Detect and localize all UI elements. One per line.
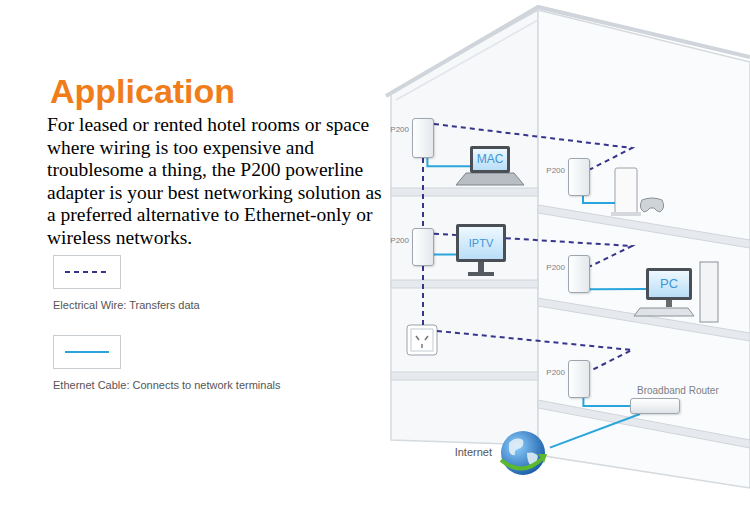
device-label: P200 [546, 167, 565, 176]
floor-slab [391, 280, 538, 288]
adapter-node: P200 [412, 118, 434, 158]
ethernet-cable [427, 158, 470, 166]
floor-slab [391, 372, 538, 380]
screen-node: MAC [470, 146, 510, 173]
continent [509, 439, 523, 456]
legend-text: Electrical Wire: Transfers data [53, 299, 200, 311]
keyboard [634, 308, 694, 316]
device-label: P200 [546, 264, 565, 273]
tv-stand-base [468, 272, 494, 276]
page-title: Application [50, 74, 235, 108]
adapter-node: P200 [568, 255, 590, 293]
wall-socket-face [411, 329, 433, 351]
floor-slab [391, 188, 538, 196]
socket-slot [425, 336, 428, 340]
legend-box [54, 336, 121, 369]
ethernet-cable [590, 288, 646, 290]
ethernet-cable [550, 414, 640, 448]
legend-box [54, 256, 121, 289]
game-console-base [611, 212, 641, 216]
tv-stand [478, 262, 484, 272]
roof-inner-line [396, 20, 538, 100]
game-console [615, 168, 637, 214]
game-controller [640, 198, 663, 212]
electrical-wire [422, 266, 424, 325]
electrical-wire [434, 124, 632, 169]
globe-swoosh-head [538, 454, 547, 463]
socket-slot [416, 336, 419, 340]
ethernet-cable [583, 196, 615, 203]
globe-swoosh [501, 458, 543, 469]
globe [501, 431, 545, 475]
legend-sample [53, 335, 121, 369]
device-label: Internet [455, 446, 492, 458]
legend-sample [53, 255, 121, 289]
screen-label: MAC [477, 153, 504, 166]
screen-node: IPTV [456, 224, 506, 262]
device-label: P200 [546, 369, 565, 378]
ethernet-cable-sample [65, 351, 109, 353]
device-label: Broadband Router [637, 385, 719, 396]
router-node: Broadband Router [630, 398, 680, 414]
globe-icon [496, 426, 550, 480]
device-label: P200 [390, 237, 409, 246]
screen-node: PC [646, 268, 692, 300]
ethernet-cable [583, 398, 630, 406]
house-right-wall [538, 10, 750, 488]
laptop-base [456, 173, 524, 185]
adapter-node: P200 [412, 228, 434, 266]
screen-label: IPTV [469, 237, 493, 249]
adapter-node: P200 [568, 360, 590, 398]
device-label: P200 [390, 126, 409, 135]
electrical-wire [422, 158, 424, 228]
socket-slot [421, 344, 423, 348]
ethernet-cable [434, 253, 456, 255]
description-text: For leased or rented hotel rooms or spac… [47, 114, 387, 250]
electrical-wire [437, 331, 632, 371]
screen-label: PC [660, 277, 678, 291]
adapter-node: P200 [568, 158, 590, 196]
pc-tower [700, 262, 718, 322]
wall-socket [407, 325, 437, 355]
roof-line [386, 7, 750, 96]
house-left-wall [391, 10, 538, 445]
globe-node: Internet [496, 426, 550, 480]
monitor-stand [666, 300, 672, 307]
legend-text: Ethernet Cable: Connects to network term… [53, 379, 280, 391]
electrical-wire-sample [65, 271, 109, 273]
